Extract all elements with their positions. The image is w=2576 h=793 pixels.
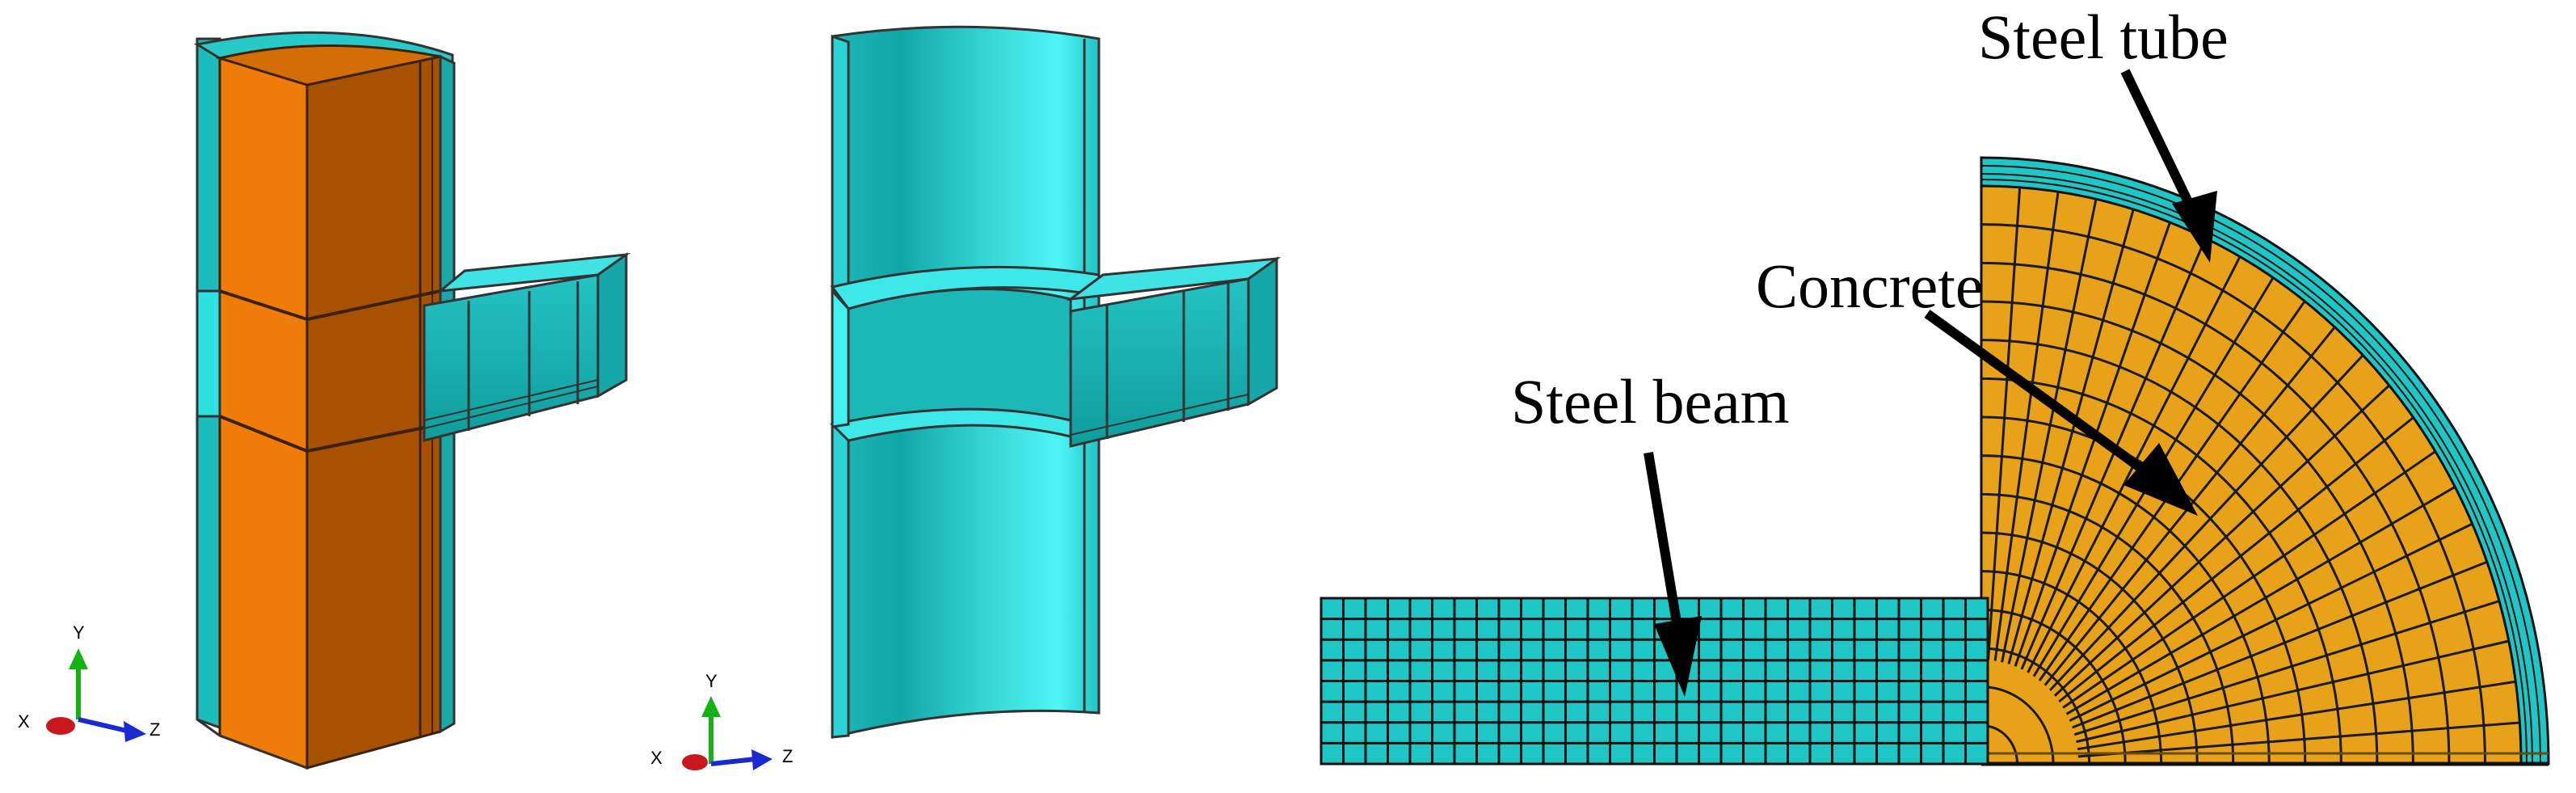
annotation-steel-tube: Steel tube xyxy=(1978,2,2229,263)
mesh-radial xyxy=(2065,486,2456,715)
column-model-filled xyxy=(193,31,631,770)
beam-mesh-lines xyxy=(1321,598,1988,764)
mesh-radial xyxy=(2076,639,2510,744)
mesh-ring xyxy=(1981,685,2055,764)
column-model-steel xyxy=(829,25,1282,739)
mesh-cross-section xyxy=(1320,156,2550,766)
concrete-front-face xyxy=(218,56,309,770)
axis-triad-icon: Y X Z xyxy=(18,622,160,742)
concrete-mesh xyxy=(1981,187,2520,764)
label-steel-beam: Steel beam xyxy=(1511,366,1789,437)
mesh-radial xyxy=(2007,209,2135,664)
mesh-radial xyxy=(2069,522,2473,722)
label-concrete: Concrete xyxy=(1756,251,1984,321)
steel-beam-end xyxy=(596,252,628,399)
annotation-concrete: Concrete xyxy=(1756,251,2198,516)
mesh-radial xyxy=(2014,221,2171,667)
mesh-radial xyxy=(1987,187,2022,660)
mesh-radial xyxy=(2072,560,2488,729)
mesh-radial xyxy=(2053,384,2390,697)
axis-x-label: X xyxy=(18,711,30,732)
mesh-radial xyxy=(2048,354,2364,692)
panel-zone-face xyxy=(847,288,1072,426)
mesh-radial xyxy=(2077,680,2516,751)
axis-y-label: Y xyxy=(705,671,718,691)
axis-x-label: X xyxy=(650,748,663,768)
arrow-icon xyxy=(1654,616,1702,697)
mesh-radial xyxy=(1993,192,2060,661)
mesh-radial xyxy=(2001,199,2098,663)
axis-z-label: Z xyxy=(782,746,793,766)
panel-zone-left xyxy=(196,289,221,418)
annotation-steel-beam: Steel beam xyxy=(1511,366,1789,697)
axis-z-label: Z xyxy=(149,719,160,740)
axis-triad-icon: Y X Z xyxy=(650,671,793,770)
mesh-radial xyxy=(2058,416,2414,703)
arrow-icon xyxy=(2172,191,2217,263)
arrow-icon xyxy=(2124,443,2198,516)
mesh-radial xyxy=(2062,450,2436,709)
axis-y-label: Y xyxy=(73,622,85,643)
concrete-top-face xyxy=(215,44,441,86)
label-steel-tube: Steel tube xyxy=(1978,2,2229,72)
mesh-radial xyxy=(2073,600,2500,736)
mesh-radial xyxy=(2077,721,2520,758)
